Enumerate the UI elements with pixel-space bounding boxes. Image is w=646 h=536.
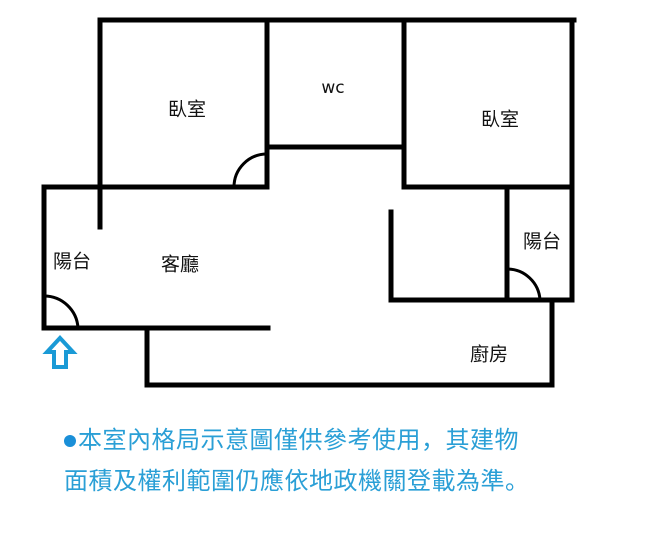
room-label-living-room: 客廳 [160, 253, 200, 276]
door-arc-bedroom [232, 152, 268, 188]
walls [41, 17, 577, 388]
room-label-kitchen: 廚房 [469, 343, 509, 366]
room-label-bedroom-left: 臥室 [167, 98, 207, 121]
up-arrow-icon [42, 335, 78, 369]
door-arc-balcony [506, 267, 542, 301]
room-label-balcony-left: 陽台 [52, 250, 92, 273]
disclaimer-line-1: 本室內格局示意圖僅供參考使用，其建物 [64, 420, 519, 455]
room-label-balcony-right: 陽台 [522, 230, 562, 253]
disclaimer-line-2: 面積及權利範圍仍應依地政機關登載為準。 [64, 467, 530, 495]
disclaimer-text-1: 本室內格局示意圖僅供參考使用，其建物 [78, 426, 519, 454]
door-arcs [43, 152, 542, 329]
bullet-icon [64, 435, 76, 447]
room-label-bedroom-right: 臥室 [480, 108, 520, 131]
door-arc-entrance [43, 294, 80, 329]
room-label-wc: wc [321, 78, 345, 98]
